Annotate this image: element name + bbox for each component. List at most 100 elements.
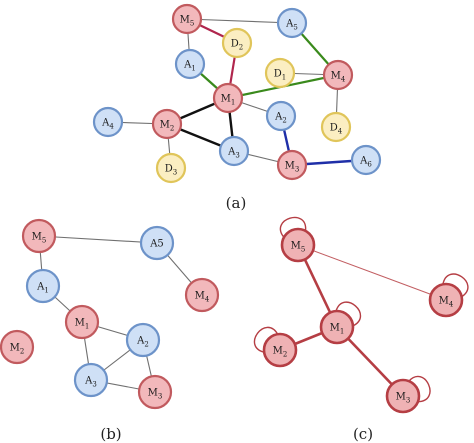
node-c-M4: M4 [428, 282, 464, 318]
node-label: M4 [331, 71, 346, 84]
node-label: M2 [160, 120, 175, 133]
node-circle [221, 27, 253, 59]
node-label: A2 [136, 336, 149, 349]
node-label: A5 [149, 239, 164, 250]
node-label: M4 [195, 291, 210, 304]
node-label: M1 [330, 323, 345, 336]
node-label: D2 [231, 39, 244, 52]
node-label: A3 [84, 376, 97, 389]
panel-b-label: (b) [100, 425, 121, 443]
node-label: M1 [221, 94, 236, 107]
node-circle [25, 268, 61, 304]
node-b-M2: M2 [0, 329, 35, 365]
node-a-D4: D4 [320, 111, 352, 143]
node-a-A5: A5 [276, 7, 308, 39]
node-circle [0, 329, 35, 365]
node-label: D1 [274, 69, 287, 82]
node-circle [262, 332, 298, 368]
node-circle [137, 374, 173, 410]
node-circle [125, 322, 161, 358]
node-label: M2 [10, 343, 25, 356]
node-circle [139, 225, 175, 261]
node-label: A1 [183, 60, 196, 73]
node-b-A1: A1 [25, 268, 61, 304]
edge-a-M5-A5 [186, 18, 293, 24]
node-circle [184, 277, 220, 313]
node-label: A4 [101, 118, 114, 131]
node-label: M4 [439, 296, 454, 309]
node-b-M4: M4 [184, 277, 220, 313]
node-circle [319, 309, 355, 345]
node-circle [73, 362, 109, 398]
node-a-A1: A1 [174, 48, 206, 80]
node-label: D3 [165, 164, 178, 177]
node-label: M1 [75, 318, 90, 331]
node-a-M2: M2 [151, 108, 183, 140]
node-c-M2: M2 [262, 332, 298, 368]
node-circle [218, 135, 250, 167]
node-a-M5: M5 [171, 3, 203, 35]
node-circle [350, 144, 382, 176]
node-label: M5 [291, 241, 306, 254]
node-circle [151, 108, 183, 140]
node-label: M5 [180, 15, 195, 28]
node-label: M5 [32, 232, 47, 245]
node-c-M5: M5 [280, 227, 316, 263]
node-circle [265, 100, 297, 132]
node-circle [171, 3, 203, 35]
node-label: A3 [227, 147, 240, 160]
node-circle [280, 227, 316, 263]
node-circle [174, 48, 206, 80]
node-circle [264, 57, 296, 89]
node-circle [212, 82, 244, 114]
node-circle [322, 59, 354, 91]
node-a-A4: A4 [92, 106, 124, 138]
node-label: A2 [274, 112, 287, 125]
edge-b-M5-A5 [38, 235, 158, 244]
self-loop-c-M2 [253, 326, 279, 353]
node-c-M3: M3 [385, 378, 421, 414]
node-a-D2: D2 [221, 27, 253, 59]
node-a-D3: D3 [155, 152, 187, 184]
node-label: M3 [285, 161, 300, 174]
node-c-M1: M1 [319, 309, 355, 345]
node-circle [385, 378, 421, 414]
node-a-A2: A2 [265, 100, 297, 132]
self-loop-c-M4 [442, 273, 469, 298]
node-circle [320, 111, 352, 143]
node-a-A6: A6 [350, 144, 382, 176]
node-circle [92, 106, 124, 138]
node-label: M3 [148, 388, 163, 401]
node-circle [276, 7, 308, 39]
node-b-M1: M1 [64, 304, 100, 340]
node-circle [428, 282, 464, 318]
edge-c-M5-M4 [297, 244, 447, 301]
node-a-A3: A3 [218, 135, 250, 167]
node-b-M3: M3 [137, 374, 173, 410]
node-circle [155, 152, 187, 184]
self-loop-c-M5 [279, 216, 307, 238]
node-label: A1 [36, 282, 49, 295]
node-b-A2: A2 [125, 322, 161, 358]
node-b-M5: M5 [21, 218, 57, 254]
self-loop-c-M3 [408, 375, 431, 403]
node-label: A5 [285, 19, 298, 32]
node-a-D1: D1 [264, 57, 296, 89]
node-circle [21, 218, 57, 254]
node-a-M1: M1 [212, 82, 244, 114]
node-circle [64, 304, 100, 340]
node-b-A3: A3 [73, 362, 109, 398]
panel-c-label: (c) [353, 425, 373, 443]
node-label: D4 [330, 123, 343, 136]
node-label: M2 [273, 346, 288, 359]
node-b-A5: A5 [139, 225, 175, 261]
node-a-M3: M3 [276, 149, 308, 181]
node-a-M4: M4 [322, 59, 354, 91]
self-loop-c-M1 [335, 301, 361, 327]
node-label: A6 [359, 156, 372, 169]
node-circle [276, 149, 308, 181]
